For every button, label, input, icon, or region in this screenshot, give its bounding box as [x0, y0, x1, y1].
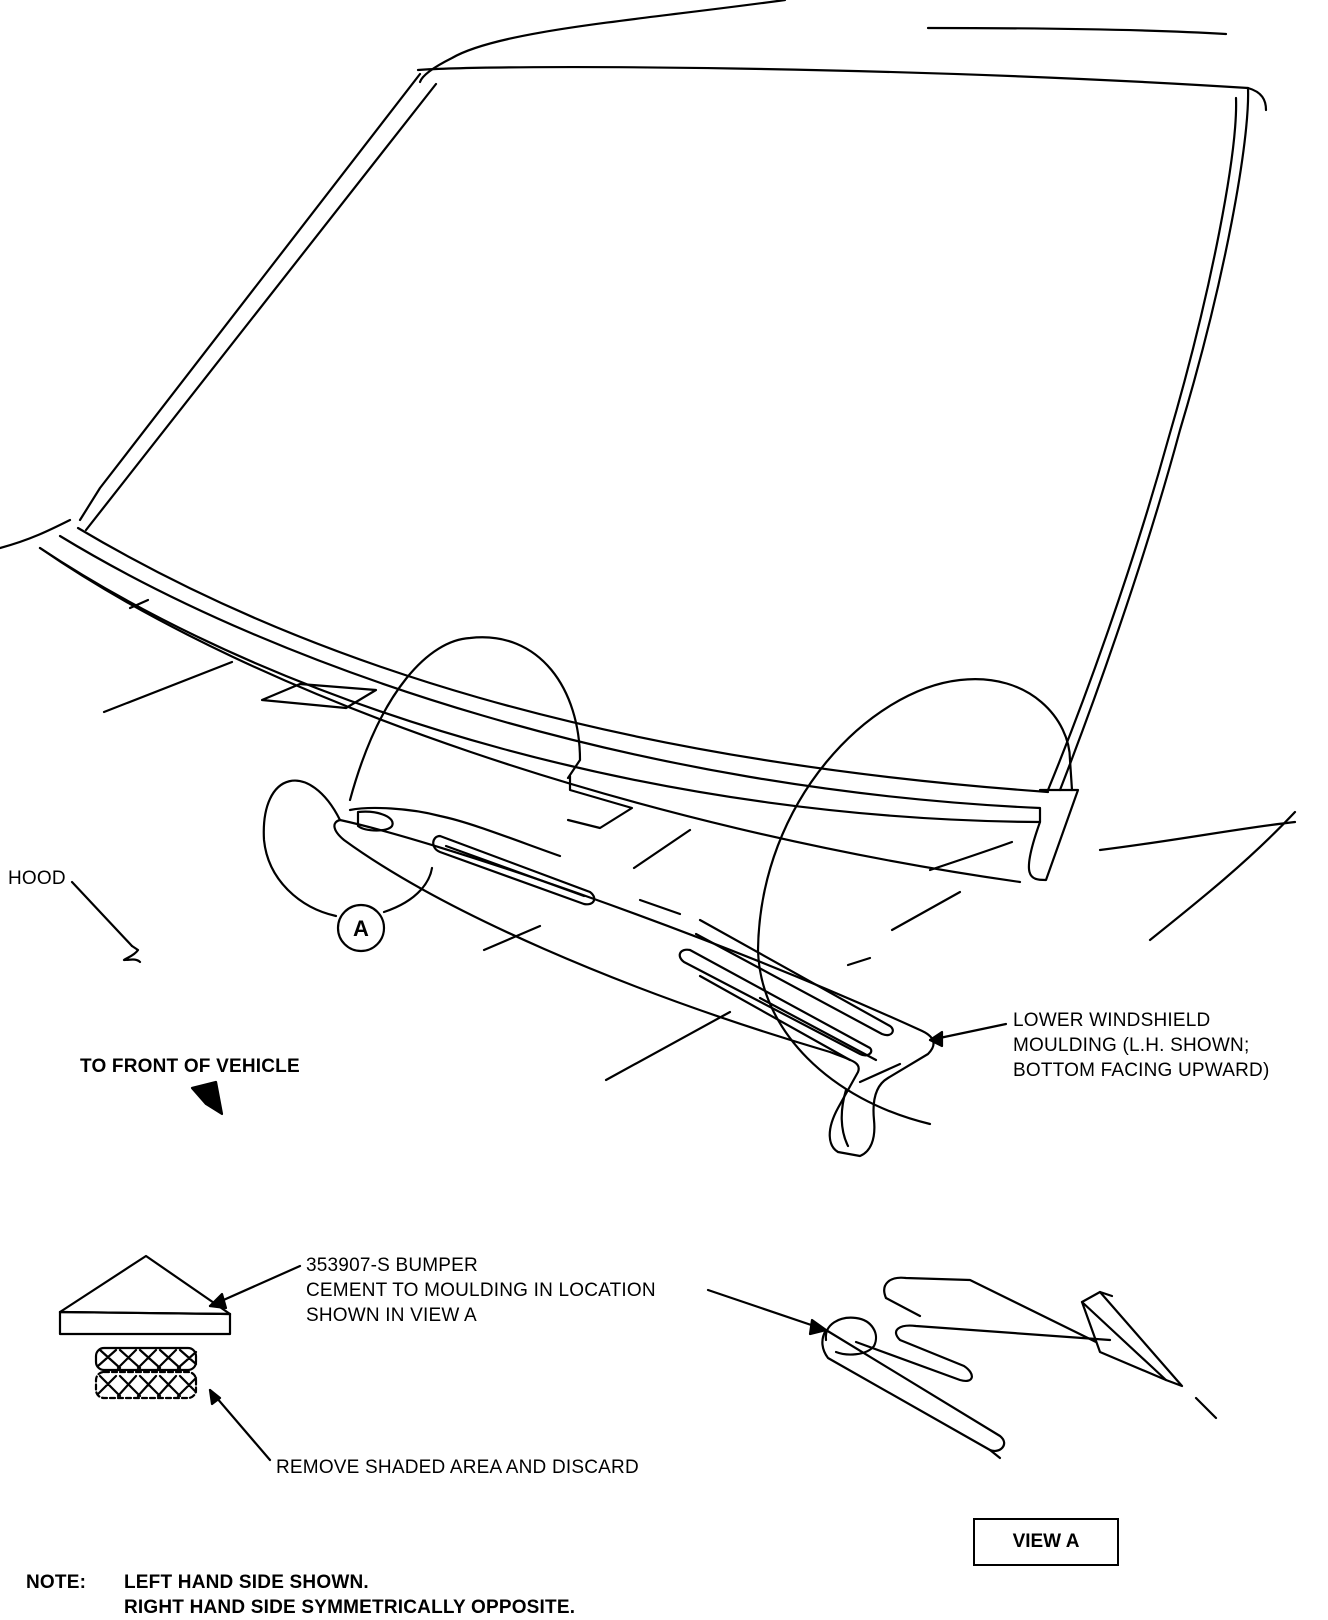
- moulding-label-line: BOTTOM FACING UPWARD): [1013, 1060, 1270, 1081]
- hood-label: HOOD: [8, 868, 66, 889]
- front-arrow-icon: [190, 1080, 224, 1116]
- hood-lines: [102, 598, 1014, 1082]
- detail-a-callout: A: [338, 906, 384, 952]
- view-a-label: VIEW A: [1012, 1531, 1080, 1552]
- bumper-label-line: SHOWN IN VIEW A: [306, 1305, 477, 1326]
- moulding-label-line: MOULDING (L.H. SHOWN;: [1013, 1035, 1250, 1056]
- remove-shaded-label: REMOVE SHADED AREA AND DISCARD: [276, 1457, 639, 1478]
- detail-circles: [262, 636, 1074, 1126]
- note-prefix: NOTE:: [26, 1572, 87, 1593]
- bumper-leaders: [208, 1264, 828, 1462]
- bumper-label: 353907-S BUMPER CEMENT TO MOULDING IN LO…: [306, 1253, 656, 1328]
- detail-a-letter: A: [353, 916, 369, 941]
- moulding-leader: [928, 1022, 1008, 1048]
- hood-leader: [70, 880, 142, 964]
- roof-outline: [416, 0, 1268, 112]
- view-a-box: VIEW A: [973, 1518, 1119, 1566]
- front-of-vehicle-label: TO FRONT OF VEHICLE: [80, 1056, 300, 1077]
- bumper-part: [58, 1254, 232, 1400]
- windshield-frame: [78, 72, 1250, 792]
- note-text: LEFT HAND SIDE SHOWN. RIGHT HAND SIDE SY…: [124, 1570, 575, 1620]
- bumper-label-line: CEMENT TO MOULDING IN LOCATION: [306, 1280, 656, 1301]
- moulding-part: [333, 806, 935, 1158]
- cowl-bands: [0, 518, 1297, 942]
- bumper-label-line: 353907-S BUMPER: [306, 1255, 478, 1276]
- note-line: RIGHT HAND SIDE SYMMETRICALLY OPPOSITE.: [124, 1597, 576, 1618]
- moulding-label-line: LOWER WINDSHIELD: [1013, 1010, 1211, 1031]
- note-line: LEFT HAND SIDE SHOWN.: [124, 1572, 369, 1593]
- view-a-detail: [821, 1276, 1218, 1460]
- moulding-label: LOWER WINDSHIELD MOULDING (L.H. SHOWN; B…: [1013, 1008, 1269, 1083]
